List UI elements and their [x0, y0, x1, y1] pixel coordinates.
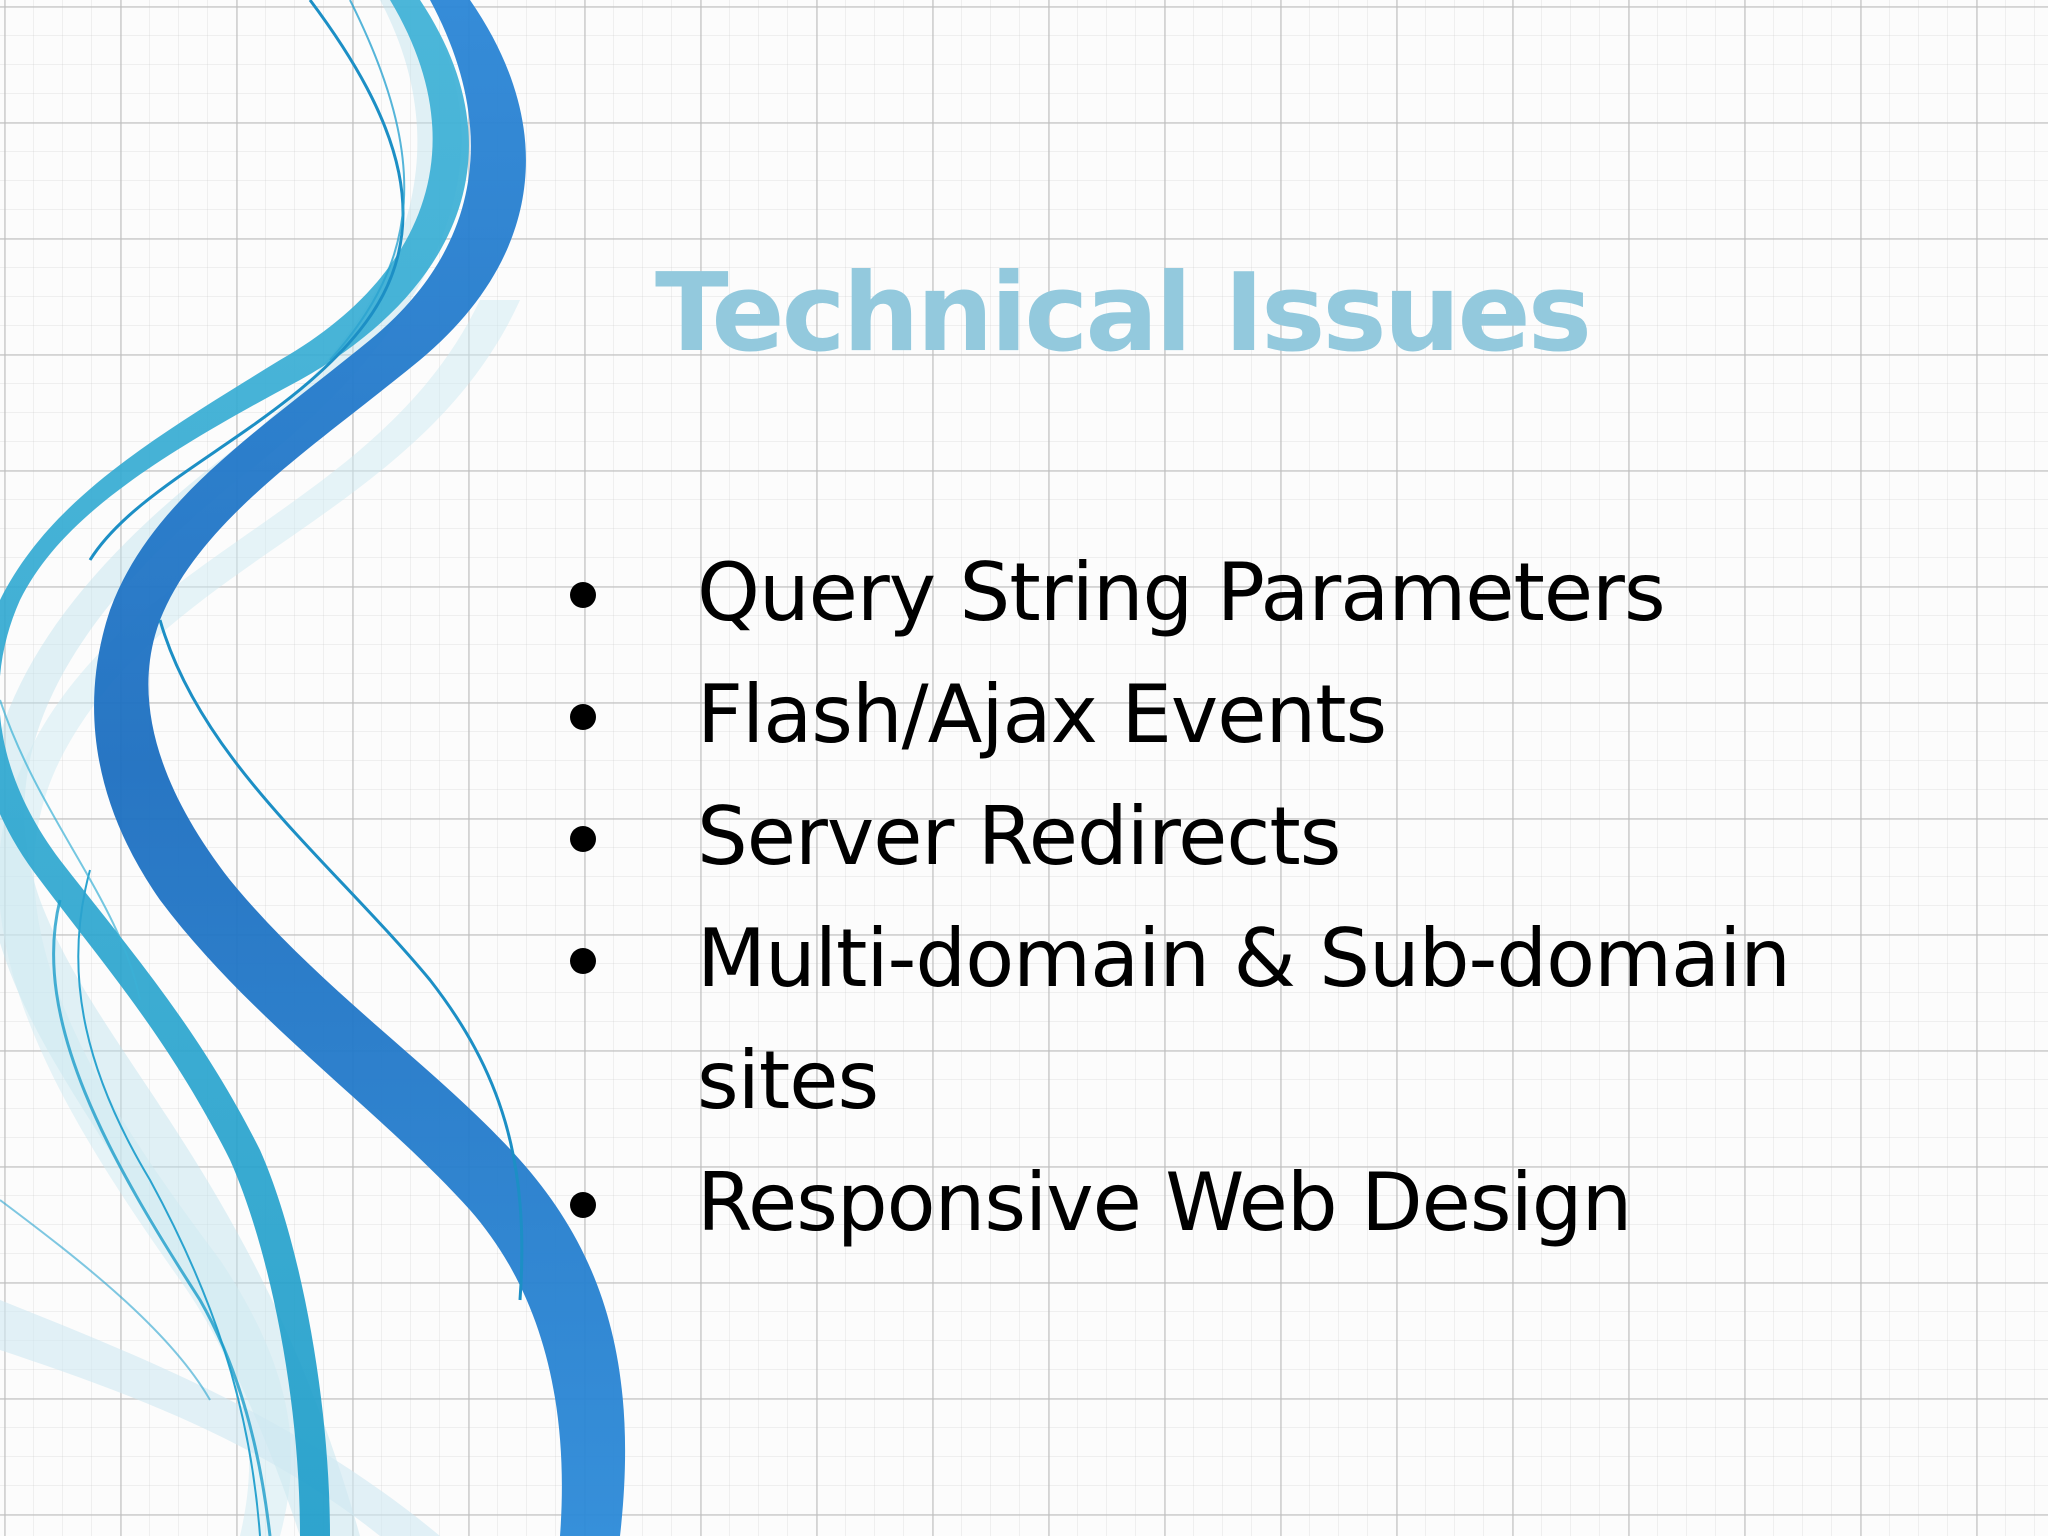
bullet-item-query-string-parameters: Query String Parameters [560, 532, 1960, 654]
bullet-text: Flash/Ajax Events [697, 668, 1387, 761]
bullet-item-multi-domain: Multi-domain & Sub-domain sites [560, 898, 1960, 1142]
bullet-text: Query String Parameters [697, 546, 1666, 639]
bullet-text: Responsive Web Design [697, 1156, 1632, 1249]
blue-wave-decoration [0, 0, 626, 1536]
bullet-item-flash-ajax-events: Flash/Ajax Events [560, 654, 1960, 776]
bullet-dot-icon [570, 826, 596, 852]
bullet-item-responsive-web-design: Responsive Web Design [560, 1142, 1960, 1264]
slide-title: Technical Issues [655, 251, 1592, 376]
bullet-item-server-redirects: Server Redirects [560, 776, 1960, 898]
bullet-text: Server Redirects [697, 790, 1341, 883]
bullet-text: Multi-domain & Sub-domain sites [697, 912, 1791, 1127]
bullet-dot-icon [570, 948, 596, 974]
bullet-dot-icon [570, 1192, 596, 1218]
bullet-list: Query String Parameters Flash/Ajax Event… [560, 532, 1960, 1264]
bullet-dot-icon [570, 704, 596, 730]
bullet-dot-icon [570, 582, 596, 608]
